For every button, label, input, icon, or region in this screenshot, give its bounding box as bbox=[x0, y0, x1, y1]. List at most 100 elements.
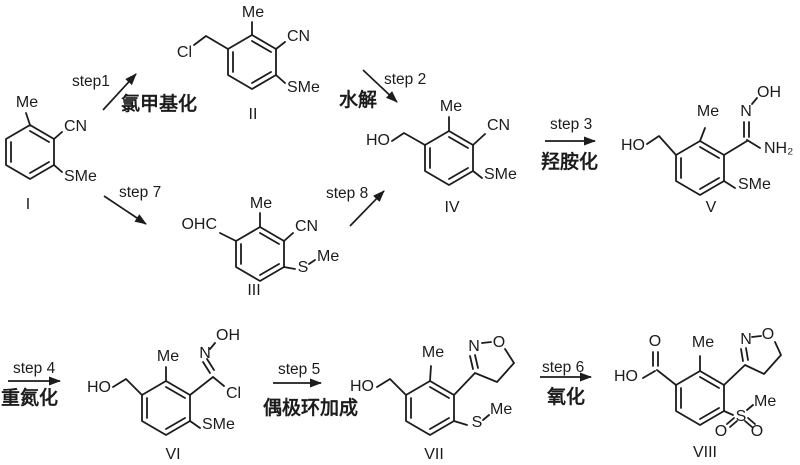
aromatic-double-bonds bbox=[410, 386, 450, 430]
chloro-label: Cl bbox=[226, 385, 241, 402]
step3-reaction-name: 羟胺化 bbox=[541, 150, 598, 173]
compound-VIII: HO O Me N O S O O Me VIII bbox=[614, 326, 782, 461]
substituent-bonds bbox=[25, 112, 63, 173]
step4-reaction-name: 重氮化 bbox=[1, 386, 58, 409]
step8-label: step 8 bbox=[326, 185, 368, 202]
hydroxymethyl-label: HO bbox=[366, 132, 390, 149]
hydroxymethyl-label: HO bbox=[350, 378, 374, 395]
sulfur-label: S bbox=[472, 414, 483, 431]
s-methyl-label: Me bbox=[754, 393, 776, 410]
step5-arrow-group: step 5 偶极环加成 bbox=[263, 361, 358, 419]
step6-reaction-name: 氧化 bbox=[547, 385, 585, 408]
s-methyl-label: Me bbox=[317, 248, 339, 265]
methyl-label: Me bbox=[250, 195, 272, 212]
amino-label: NH₂ bbox=[764, 140, 793, 157]
benzene-ring bbox=[405, 380, 455, 436]
carboxyl-oh-label: HO bbox=[614, 368, 638, 385]
aromatic-double-bonds bbox=[232, 40, 272, 84]
isoxazoline-nitrogen-label: N bbox=[468, 338, 480, 355]
aromatic-double-bonds bbox=[680, 146, 720, 190]
benzene-ring bbox=[675, 370, 725, 426]
compound-VI: HO Me N OH Cl SMe VI bbox=[87, 327, 241, 463]
benzene-ring bbox=[675, 140, 725, 196]
methyl-label: Me bbox=[422, 344, 444, 361]
benzene-ring bbox=[141, 380, 191, 436]
compound-IV: HO Me CN SMe IV bbox=[366, 98, 517, 216]
sulfonyl-oxygen-left-label: O bbox=[715, 423, 727, 440]
step2-arrow bbox=[362, 69, 398, 103]
aromatic-double-bonds bbox=[146, 386, 186, 430]
s-methyl-label: Me bbox=[490, 401, 512, 418]
step3-arrow-group: step 3 羟胺化 bbox=[541, 116, 598, 173]
isoxazoline-oxygen-label: O bbox=[493, 334, 505, 351]
nitrogen-label: N bbox=[740, 103, 752, 120]
carbonyl-double-bond bbox=[652, 351, 659, 367]
isoxazoline-oxygen-label: O bbox=[762, 326, 774, 343]
substituent-bonds bbox=[646, 127, 761, 189]
step2-label: step 2 bbox=[384, 71, 426, 88]
hydroxymethyl-label: HO bbox=[621, 137, 645, 154]
c-n-double-bond bbox=[469, 354, 479, 370]
aldehyde-label: OHC bbox=[181, 216, 217, 233]
n-oh-bond bbox=[751, 97, 758, 105]
sulfur-label: S bbox=[736, 408, 747, 425]
methyl-label: Me bbox=[157, 348, 179, 365]
compound-number: II bbox=[249, 106, 258, 123]
hydroxymethyl-label: HO bbox=[87, 379, 111, 396]
step8-arrow bbox=[349, 190, 385, 227]
step1-arrow bbox=[102, 73, 137, 111]
compound-number: VII bbox=[424, 446, 444, 463]
compound-number: VI bbox=[165, 446, 180, 463]
nitrile-label: CN bbox=[295, 218, 318, 235]
isoxazoline-nitrogen-label: N bbox=[740, 331, 752, 348]
nitrile-label: CN bbox=[487, 117, 510, 134]
step5-label: step 5 bbox=[278, 361, 320, 378]
step4-label: step 4 bbox=[13, 360, 56, 377]
compound-number: VIII bbox=[693, 444, 717, 461]
c-n-double-bond bbox=[202, 358, 215, 374]
sulfur-label: S bbox=[298, 259, 309, 276]
compound-number: III bbox=[247, 282, 260, 299]
aromatic-double-bonds bbox=[10, 130, 50, 174]
carbonyl-oxygen-label: O bbox=[649, 333, 661, 350]
benzene-ring bbox=[235, 226, 285, 282]
step8-arrow-group: step 8 bbox=[326, 185, 385, 227]
step2-reaction-name: 水解 bbox=[339, 88, 377, 111]
c-n-double-bond bbox=[740, 347, 749, 362]
nitrile-label: CN bbox=[64, 118, 87, 135]
c-n-double-bond bbox=[743, 121, 750, 138]
benzene-ring bbox=[5, 124, 55, 180]
compound-number: I bbox=[26, 196, 30, 213]
step2-arrow-group: step 2 水解 bbox=[339, 69, 426, 111]
thiomethyl-label: SMe bbox=[738, 176, 771, 193]
step3-label: step 3 bbox=[550, 116, 592, 133]
step5-reaction-name: 偶极环加成 bbox=[263, 396, 358, 419]
s-o-double-bond-left bbox=[726, 417, 738, 428]
substituent-bonds bbox=[642, 335, 782, 416]
substituent-bonds bbox=[193, 21, 286, 84]
s-o-double-bond-right bbox=[744, 417, 756, 428]
step1-label: step1 bbox=[72, 73, 110, 90]
thiomethyl-label: SMe bbox=[202, 416, 235, 433]
benzene-ring bbox=[424, 130, 474, 186]
benzene-ring bbox=[227, 34, 277, 90]
substituent-bonds bbox=[112, 366, 225, 429]
hydroxyl-label: OH bbox=[216, 327, 240, 344]
compound-number: V bbox=[706, 199, 717, 216]
hydroxyl-label: OH bbox=[757, 84, 781, 101]
substituent-bonds bbox=[376, 341, 515, 426]
aromatic-double-bonds bbox=[240, 232, 280, 276]
step7-label: step 7 bbox=[119, 184, 161, 201]
chloro-label: Cl bbox=[177, 44, 192, 61]
nitrile-label: CN bbox=[287, 28, 310, 45]
thiomethyl-label: SMe bbox=[484, 166, 517, 183]
compound-I: Me CN SMe I bbox=[5, 94, 97, 213]
methyl-label: Me bbox=[16, 94, 38, 111]
methyl-label: Me bbox=[692, 334, 714, 351]
compound-VII: HO Me N O S Me VII bbox=[350, 334, 515, 463]
methyl-label: Me bbox=[440, 98, 462, 115]
aromatic-double-bonds bbox=[429, 136, 469, 180]
compound-III: OHC Me CN S Me III bbox=[181, 195, 339, 299]
